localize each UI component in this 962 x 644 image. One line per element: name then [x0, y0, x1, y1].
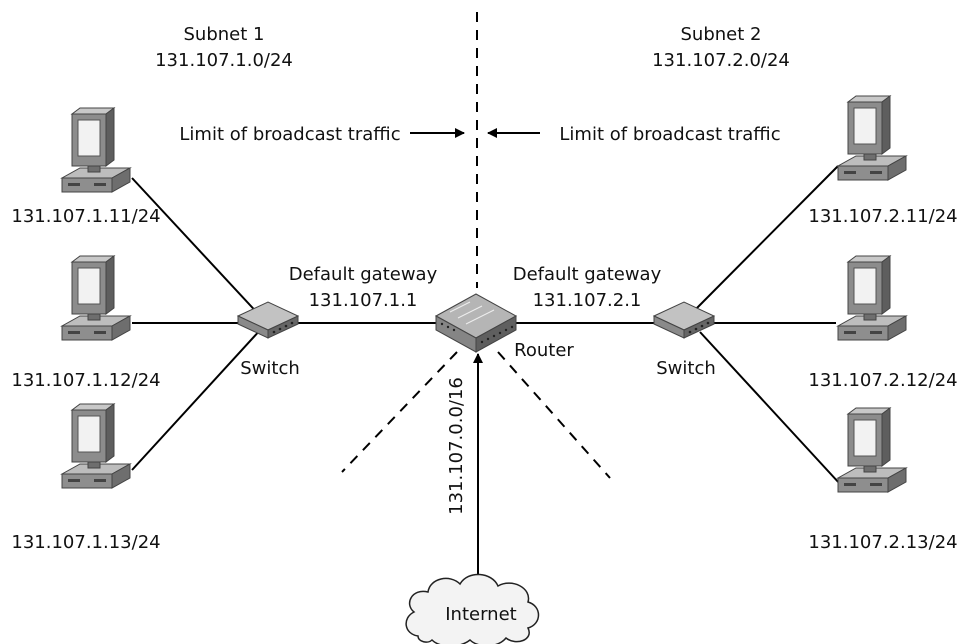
host-label-2-11: 131.107.2.11/24 [808, 206, 957, 227]
broadcast-limit-right: Limit of broadcast traffic [559, 124, 780, 145]
computer-icon-host-1-12 [61, 255, 131, 341]
link-host-2-11 [689, 165, 839, 316]
computer-icon-host-2-11 [837, 95, 907, 181]
computer-icon-host-2-12 [837, 255, 907, 341]
host-label-1-12: 131.107.1.12/24 [11, 370, 160, 391]
subnet1-network: 131.107.1.0/24 [155, 50, 293, 71]
link-host-1-11 [131, 177, 263, 319]
host-label-2-12: 131.107.2.12/24 [808, 370, 957, 391]
link-host-1-13 [131, 327, 263, 471]
host-label-2-13: 131.107.2.13/24 [808, 532, 957, 553]
gateway-right-label: Default gateway [513, 264, 662, 285]
gateway-left-address: 131.107.1.1 [309, 290, 418, 311]
switch-icon-right [653, 301, 715, 339]
subnet1-name: Subnet 1 [184, 24, 265, 45]
router-icon [434, 293, 518, 353]
gateway-left-label: Default gateway [289, 264, 438, 285]
computer-icon-host-1-13 [61, 403, 131, 489]
host-label-1-13: 131.107.1.13/24 [11, 532, 160, 553]
computer-icon-host-1-11 [61, 107, 131, 193]
broadcast-limit-left: Limit of broadcast traffic [179, 124, 400, 145]
broadcast-boundary-diagonal-right [497, 351, 611, 479]
switch-right-label: Switch [656, 358, 716, 379]
subnet2-name: Subnet 2 [681, 24, 762, 45]
subnet2-network: 131.107.2.0/24 [652, 50, 790, 71]
internet-route-label: 131.107.0.0/16 [446, 377, 467, 515]
link-host-2-13 [699, 331, 841, 485]
computer-icon-host-2-13 [837, 407, 907, 493]
internet-label: Internet [445, 604, 516, 625]
switch-icon-left [237, 301, 299, 339]
broadcast-boundary-diagonal-left [341, 351, 458, 473]
switch-left-label: Switch [240, 358, 300, 379]
router-label: Router [514, 340, 574, 361]
gateway-right-address: 131.107.2.1 [533, 290, 642, 311]
host-label-1-11: 131.107.1.11/24 [11, 206, 160, 227]
cloud-icon [405, 573, 540, 644]
